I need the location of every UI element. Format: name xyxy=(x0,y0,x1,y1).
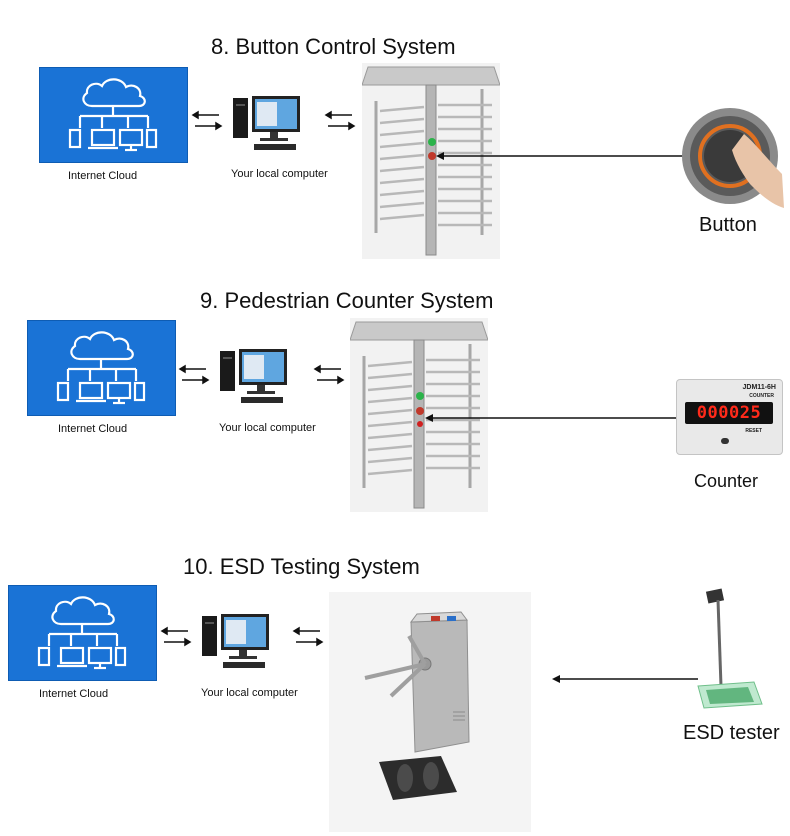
computer-caption: Your local computer xyxy=(201,687,298,699)
section-title: 10. ESD Testing System xyxy=(183,554,420,579)
bidirectional-arrows xyxy=(324,108,356,134)
device-caption: Counter xyxy=(694,471,759,491)
cloud-caption: Internet Cloud xyxy=(39,688,109,700)
counter-display: 000025 xyxy=(685,402,773,424)
bidirectional-arrows xyxy=(313,362,345,388)
internet-cloud-panel xyxy=(27,320,176,416)
counter-reset-label: RESET xyxy=(745,428,762,434)
bidirectional-arrows xyxy=(160,624,192,650)
tripod-turnstile xyxy=(329,592,531,832)
device-caption: Button xyxy=(699,214,757,236)
section-pedestrian-counter: 9. Pedestrian Counter System Internet Cl… xyxy=(0,270,790,520)
counter-model-label: JDM11-6H xyxy=(742,384,776,391)
bidirectional-arrows xyxy=(191,108,223,134)
counter-port xyxy=(721,438,729,444)
connection-arrow xyxy=(425,414,685,422)
section-title: 8. Button Control System xyxy=(211,34,456,59)
internet-cloud-panel xyxy=(39,67,188,163)
esd-tester-device xyxy=(690,586,768,712)
computer-caption: Your local computer xyxy=(219,422,316,434)
counter-value: 000025 xyxy=(696,403,762,423)
cloud-caption: Internet Cloud xyxy=(58,423,128,435)
section-esd-testing: 10. ESD Testing System Internet Cloud xyxy=(0,520,790,836)
device-caption: ESD tester xyxy=(683,722,780,744)
cloud-network-icon xyxy=(68,78,158,152)
connection-arrow xyxy=(436,152,684,160)
computer-icon xyxy=(217,347,295,407)
cloud-caption: Internet Cloud xyxy=(68,170,138,182)
cloud-network-icon xyxy=(56,331,146,405)
bidirectional-arrows xyxy=(178,362,210,388)
push-button-device xyxy=(674,104,784,216)
computer-icon xyxy=(199,612,277,672)
section-button-control: 8. Button Control System Internet Cloud xyxy=(0,0,790,270)
internet-cloud-panel xyxy=(8,585,157,681)
counter-label: COUNTER xyxy=(749,393,774,399)
section-title: 9. Pedestrian Counter System xyxy=(200,288,494,313)
computer-icon xyxy=(230,94,308,154)
connection-arrow xyxy=(552,675,698,683)
computer-caption: Your local computer xyxy=(231,168,328,180)
counter-device: JDM11-6H COUNTER 000025 RESET xyxy=(676,379,783,455)
full-height-turnstile xyxy=(350,318,488,512)
cloud-network-icon xyxy=(37,596,127,670)
full-height-turnstile xyxy=(362,63,500,259)
bidirectional-arrows xyxy=(292,624,324,650)
